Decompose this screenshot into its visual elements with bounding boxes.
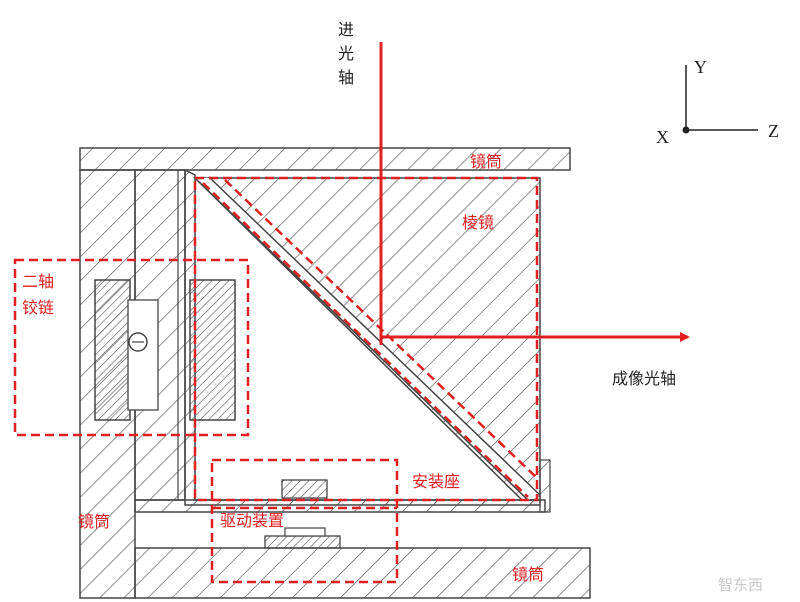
x-axis-label: X bbox=[656, 127, 669, 147]
drive-lower-part bbox=[264, 535, 341, 549]
drive-lower-cap bbox=[284, 527, 326, 537]
mount-label: 安装座 bbox=[412, 472, 460, 491]
barrel-top-label: 镜筒 bbox=[470, 152, 502, 171]
hinge-plate bbox=[127, 299, 159, 411]
prism-wedge bbox=[195, 178, 540, 500]
y-axis-label: Y bbox=[694, 57, 707, 77]
mount-seat-base bbox=[134, 499, 546, 513]
x-axis-dot bbox=[682, 126, 690, 134]
drive-box bbox=[210, 458, 399, 584]
incident-axis-label-2: 光 bbox=[338, 44, 354, 63]
watermark-text: 智东西 bbox=[718, 576, 763, 594]
barrel-left-label: 镜筒 bbox=[78, 512, 110, 531]
hinge-label-1: 二轴 bbox=[22, 272, 54, 291]
drive-label: 驱动装置 bbox=[220, 511, 284, 530]
z-axis-label: Z bbox=[768, 121, 779, 141]
drive-upper-part bbox=[281, 479, 328, 499]
imaging-axis-label: 成像光轴 bbox=[612, 369, 676, 388]
incident-axis-label-3: 轴 bbox=[338, 68, 354, 87]
hinge-block-left bbox=[94, 279, 131, 421]
barrel-bottom-wall bbox=[134, 547, 591, 599]
hinge-box bbox=[13, 258, 250, 437]
prism-hypotenuse-line bbox=[194, 177, 529, 501]
mount-right-step bbox=[539, 459, 551, 513]
hinge-label-2: 铰链 bbox=[22, 298, 54, 317]
prism-label: 棱镜 bbox=[462, 213, 494, 232]
barrel-bottom-label: 镜筒 bbox=[512, 565, 544, 584]
barrel-top-strip bbox=[79, 147, 571, 171]
hinge-block-right bbox=[189, 279, 236, 421]
incident-axis-label-1: 进 bbox=[338, 20, 354, 39]
prism-hypotenuse-line-2 bbox=[209, 177, 541, 496]
prism-box-diagonal bbox=[202, 182, 529, 498]
prism-box bbox=[193, 176, 539, 502]
